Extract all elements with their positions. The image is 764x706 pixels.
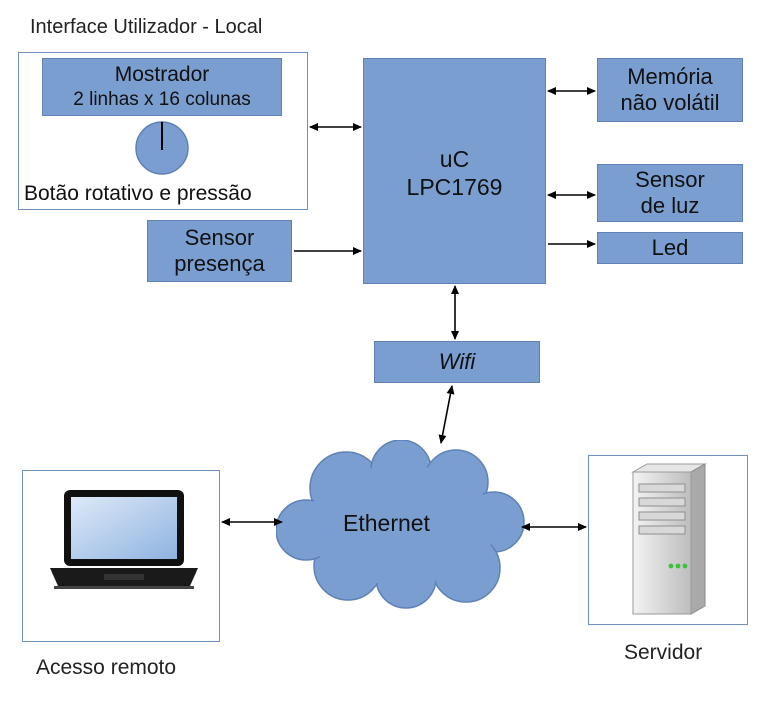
mcu-line1: uC bbox=[439, 146, 470, 172]
light-sensor-line1: Sensor bbox=[635, 167, 705, 192]
light-sensor-line2: de luz bbox=[640, 193, 700, 218]
remote-access-label: Acesso remoto bbox=[36, 656, 177, 679]
display-box: Mostrador 2 linhas x 16 colunas bbox=[42, 58, 282, 116]
led-label: Led bbox=[651, 235, 689, 260]
wifi-box: Wifi bbox=[374, 341, 540, 383]
presence-sensor-box: Sensor presença bbox=[147, 220, 292, 282]
memory-box: Memória não volátil bbox=[597, 58, 743, 122]
server-label: Servidor bbox=[624, 641, 703, 664]
rotary-knob-icon bbox=[135, 121, 189, 175]
display-title: Mostrador bbox=[114, 63, 210, 86]
knob-label: Botão rotativo e pressão bbox=[24, 182, 252, 205]
ethernet-cloud-icon bbox=[276, 440, 525, 609]
mcu-line2: LPC1769 bbox=[406, 174, 503, 200]
memory-line2: não volátil bbox=[620, 90, 720, 115]
memory-line1: Memória bbox=[627, 64, 713, 89]
ethernet-label: Ethernet bbox=[343, 510, 430, 536]
local-interface-title: Interface Utilizador - Local bbox=[30, 16, 263, 38]
presence-sensor-line1: Sensor bbox=[184, 225, 255, 250]
light-sensor-box: Sensor de luz bbox=[597, 164, 743, 222]
wifi-label: Wifi bbox=[438, 349, 476, 374]
arrow-wifi-ethernet bbox=[438, 385, 455, 444]
presence-sensor-line2: presença bbox=[174, 251, 265, 276]
led-box: Led bbox=[597, 232, 743, 264]
server-icon bbox=[631, 463, 707, 615]
mcu-box: uC LPC1769 bbox=[363, 58, 546, 284]
display-subtitle: 2 linhas x 16 colunas bbox=[73, 89, 251, 110]
laptop-icon bbox=[50, 490, 198, 589]
